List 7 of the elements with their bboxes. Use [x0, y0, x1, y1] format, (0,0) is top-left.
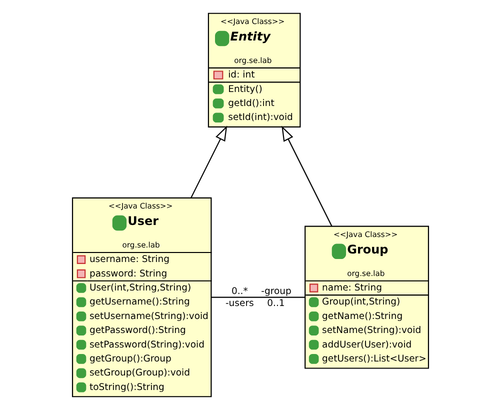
- connector: [211, 296, 305, 298]
- label: -group: [261, 285, 292, 296]
- label: 0..1: [267, 297, 285, 308]
- label: -users: [225, 297, 254, 308]
- label: 0..*: [231, 285, 248, 296]
- arrow: [190, 125, 228, 198]
- arrow: [282, 125, 332, 226]
